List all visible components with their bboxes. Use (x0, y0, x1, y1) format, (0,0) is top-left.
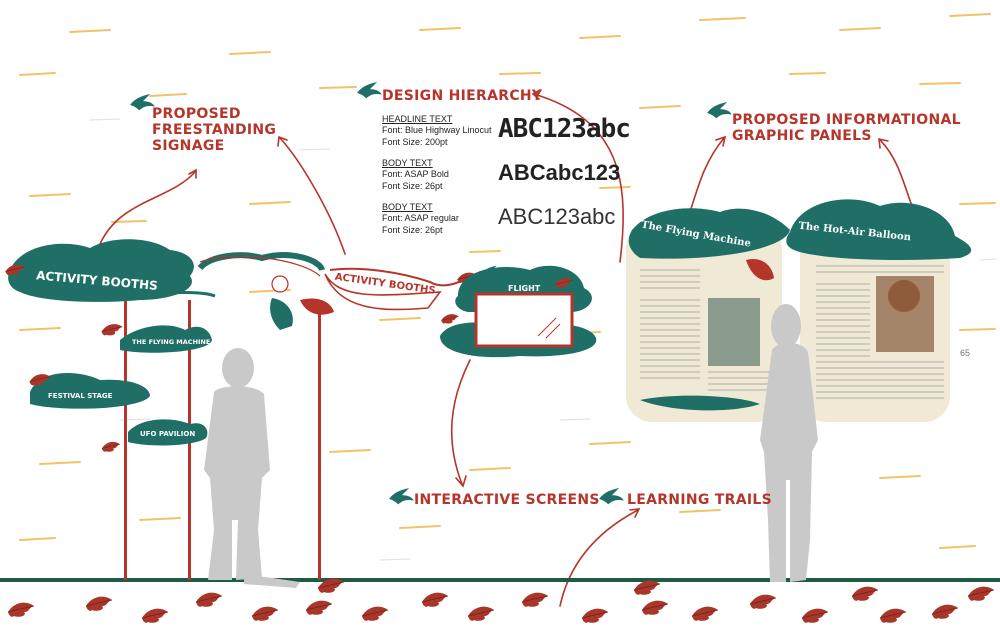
sign-ufo-pavilion: UFO PAVILION (140, 430, 195, 438)
label-learning-trails: LEARNING TRAILS (627, 492, 772, 508)
label-interactive-screens: INTERACTIVE SCREENS (414, 492, 600, 508)
spec-body-bold: BODY TEXT Font: ASAP Bold Font Size: 26p… (382, 158, 449, 191)
visitor-silhouettes (204, 304, 818, 588)
panel-text-lines (640, 265, 944, 399)
sign-flying-machine: THE FLYING MACHINE (132, 338, 210, 346)
flight-screen-cloud (440, 265, 597, 358)
callout-arrows (99, 89, 916, 607)
spec-body-regular: BODY TEXT Font: ASAP regular Font Size: … (382, 202, 459, 235)
sign-flight: FLIGHT (508, 284, 541, 293)
sample-body-regular: ABC123abc (498, 204, 616, 229)
ground-line (0, 578, 1000, 582)
label-proposed-panels: PROPOSED INFORMATIONAL GRAPHIC PANELS (732, 112, 961, 145)
bark-marks (19, 13, 996, 549)
ufo-pavilion-sign (101, 419, 208, 453)
sample-body-bold: ABCabc123 (498, 160, 621, 185)
festival-stage-sign (29, 372, 150, 409)
page-number: 65 (960, 348, 971, 358)
sign-festival-stage: FESTIVAL STAGE (48, 392, 113, 400)
label-design-hierarchy: DESIGN HIERARCHY (382, 88, 543, 104)
label-proposed-signage: PROPOSED FREESTANDING SIGNAGE (152, 106, 277, 155)
activity-banner (197, 252, 477, 330)
activity-booths-sign (5, 239, 216, 302)
sample-headline: ABC123abc (498, 114, 631, 144)
spec-headline: HEADLINE TEXT Font: Blue Highway Linocut… (382, 114, 492, 147)
flying-machine-sign (101, 323, 212, 353)
fallen-leaves (7, 578, 995, 624)
